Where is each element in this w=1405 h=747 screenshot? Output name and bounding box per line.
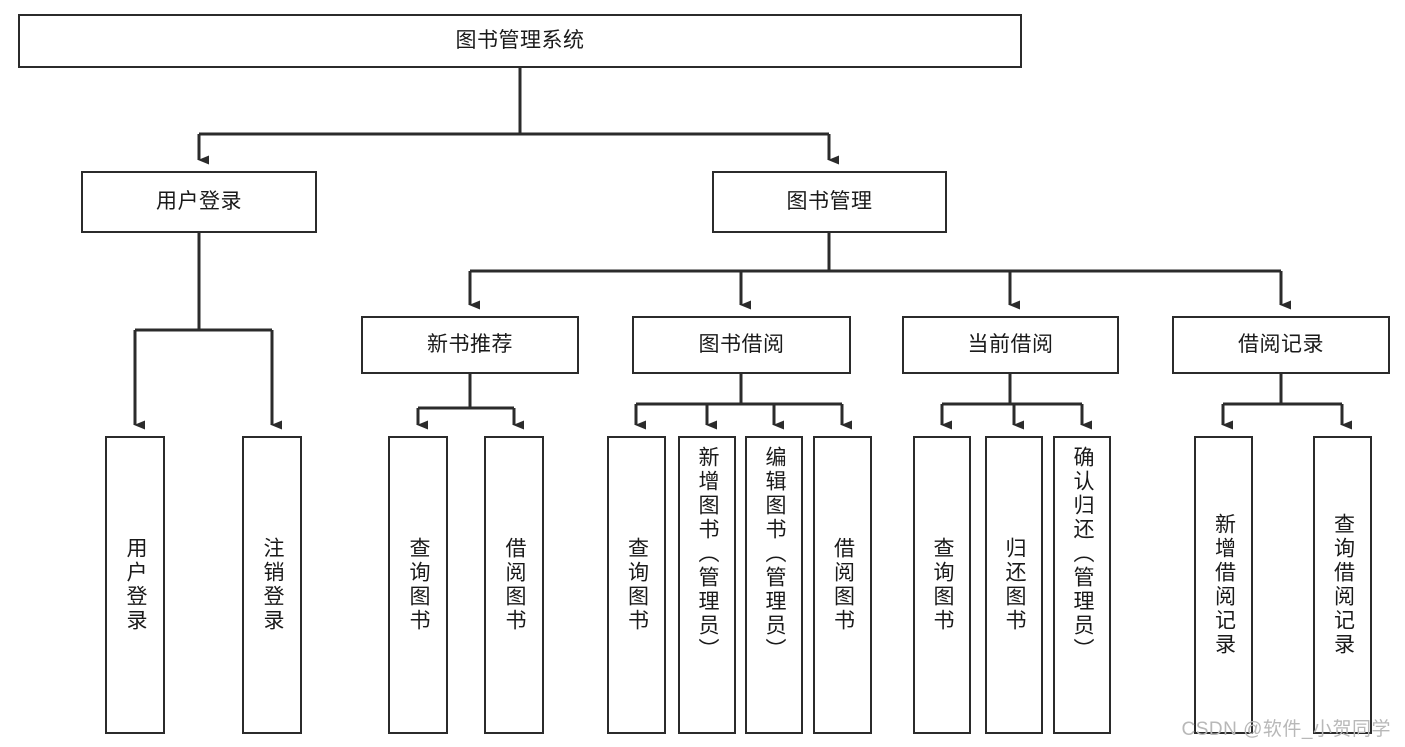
node-leaf-12[interactable]: 新增借阅记录 bbox=[1194, 436, 1253, 734]
node-leaf-10[interactable]: 归还图书 bbox=[985, 436, 1043, 734]
edges-group bbox=[133, 68, 1352, 430]
node-level1-2-label: 图书管理 bbox=[786, 190, 873, 214]
node-leaf-6-label: 新增图书（管理员） bbox=[696, 446, 720, 662]
node-leaf-3[interactable]: 查询图书 bbox=[388, 436, 448, 734]
node-level2-4[interactable]: 借阅记录 bbox=[1172, 316, 1390, 374]
node-level1-1-label: 用户登录 bbox=[156, 190, 242, 214]
node-leaf-11[interactable]: 确认归还（管理员） bbox=[1053, 436, 1111, 734]
node-level2-3-label: 当前借阅 bbox=[967, 333, 1054, 357]
node-leaf-13[interactable]: 查询借阅记录 bbox=[1313, 436, 1372, 734]
node-leaf-5-label: 查询图书 bbox=[625, 537, 649, 633]
watermark-text: CSDN @软件_小贺同学 bbox=[1181, 719, 1391, 740]
node-leaf-4-label: 借阅图书 bbox=[503, 537, 527, 633]
node-leaf-3-label: 查询图书 bbox=[407, 537, 431, 633]
node-leaf-5[interactable]: 查询图书 bbox=[607, 436, 666, 734]
node-leaf-6[interactable]: 新增图书（管理员） bbox=[678, 436, 736, 734]
node-leaf-2[interactable]: 注销登录 bbox=[242, 436, 302, 734]
node-leaf-4[interactable]: 借阅图书 bbox=[484, 436, 544, 734]
node-leaf-1[interactable]: 用户登录 bbox=[105, 436, 165, 734]
node-leaf-12-label: 新增借阅记录 bbox=[1212, 513, 1236, 657]
node-level1-2[interactable]: 图书管理 bbox=[712, 171, 947, 233]
node-level2-2-label: 图书借阅 bbox=[698, 333, 785, 357]
node-root-system-label: 图书管理系统 bbox=[455, 29, 585, 53]
node-leaf-9[interactable]: 查询图书 bbox=[913, 436, 971, 734]
node-level1-1[interactable]: 用户登录 bbox=[81, 171, 317, 233]
node-leaf-10-label: 归还图书 bbox=[1003, 537, 1027, 633]
node-level2-2[interactable]: 图书借阅 bbox=[632, 316, 851, 374]
node-leaf-1-label: 用户登录 bbox=[124, 537, 148, 633]
node-leaf-2-label: 注销登录 bbox=[261, 537, 285, 633]
node-level2-3[interactable]: 当前借阅 bbox=[902, 316, 1119, 374]
node-leaf-7-label: 编辑图书（管理员） bbox=[763, 446, 787, 662]
node-leaf-11-label: 确认归还（管理员） bbox=[1071, 446, 1095, 662]
node-level2-1[interactable]: 新书推荐 bbox=[361, 316, 579, 374]
node-leaf-8-label: 借阅图书 bbox=[831, 537, 855, 633]
node-root-system[interactable]: 图书管理系统 bbox=[18, 14, 1022, 68]
node-level2-1-label: 新书推荐 bbox=[427, 333, 513, 357]
node-leaf-8[interactable]: 借阅图书 bbox=[813, 436, 872, 734]
node-level2-4-label: 借阅记录 bbox=[1238, 333, 1324, 357]
node-leaf-7[interactable]: 编辑图书（管理员） bbox=[745, 436, 803, 734]
node-leaf-9-label: 查询图书 bbox=[931, 537, 955, 633]
node-leaf-13-label: 查询借阅记录 bbox=[1331, 513, 1355, 657]
